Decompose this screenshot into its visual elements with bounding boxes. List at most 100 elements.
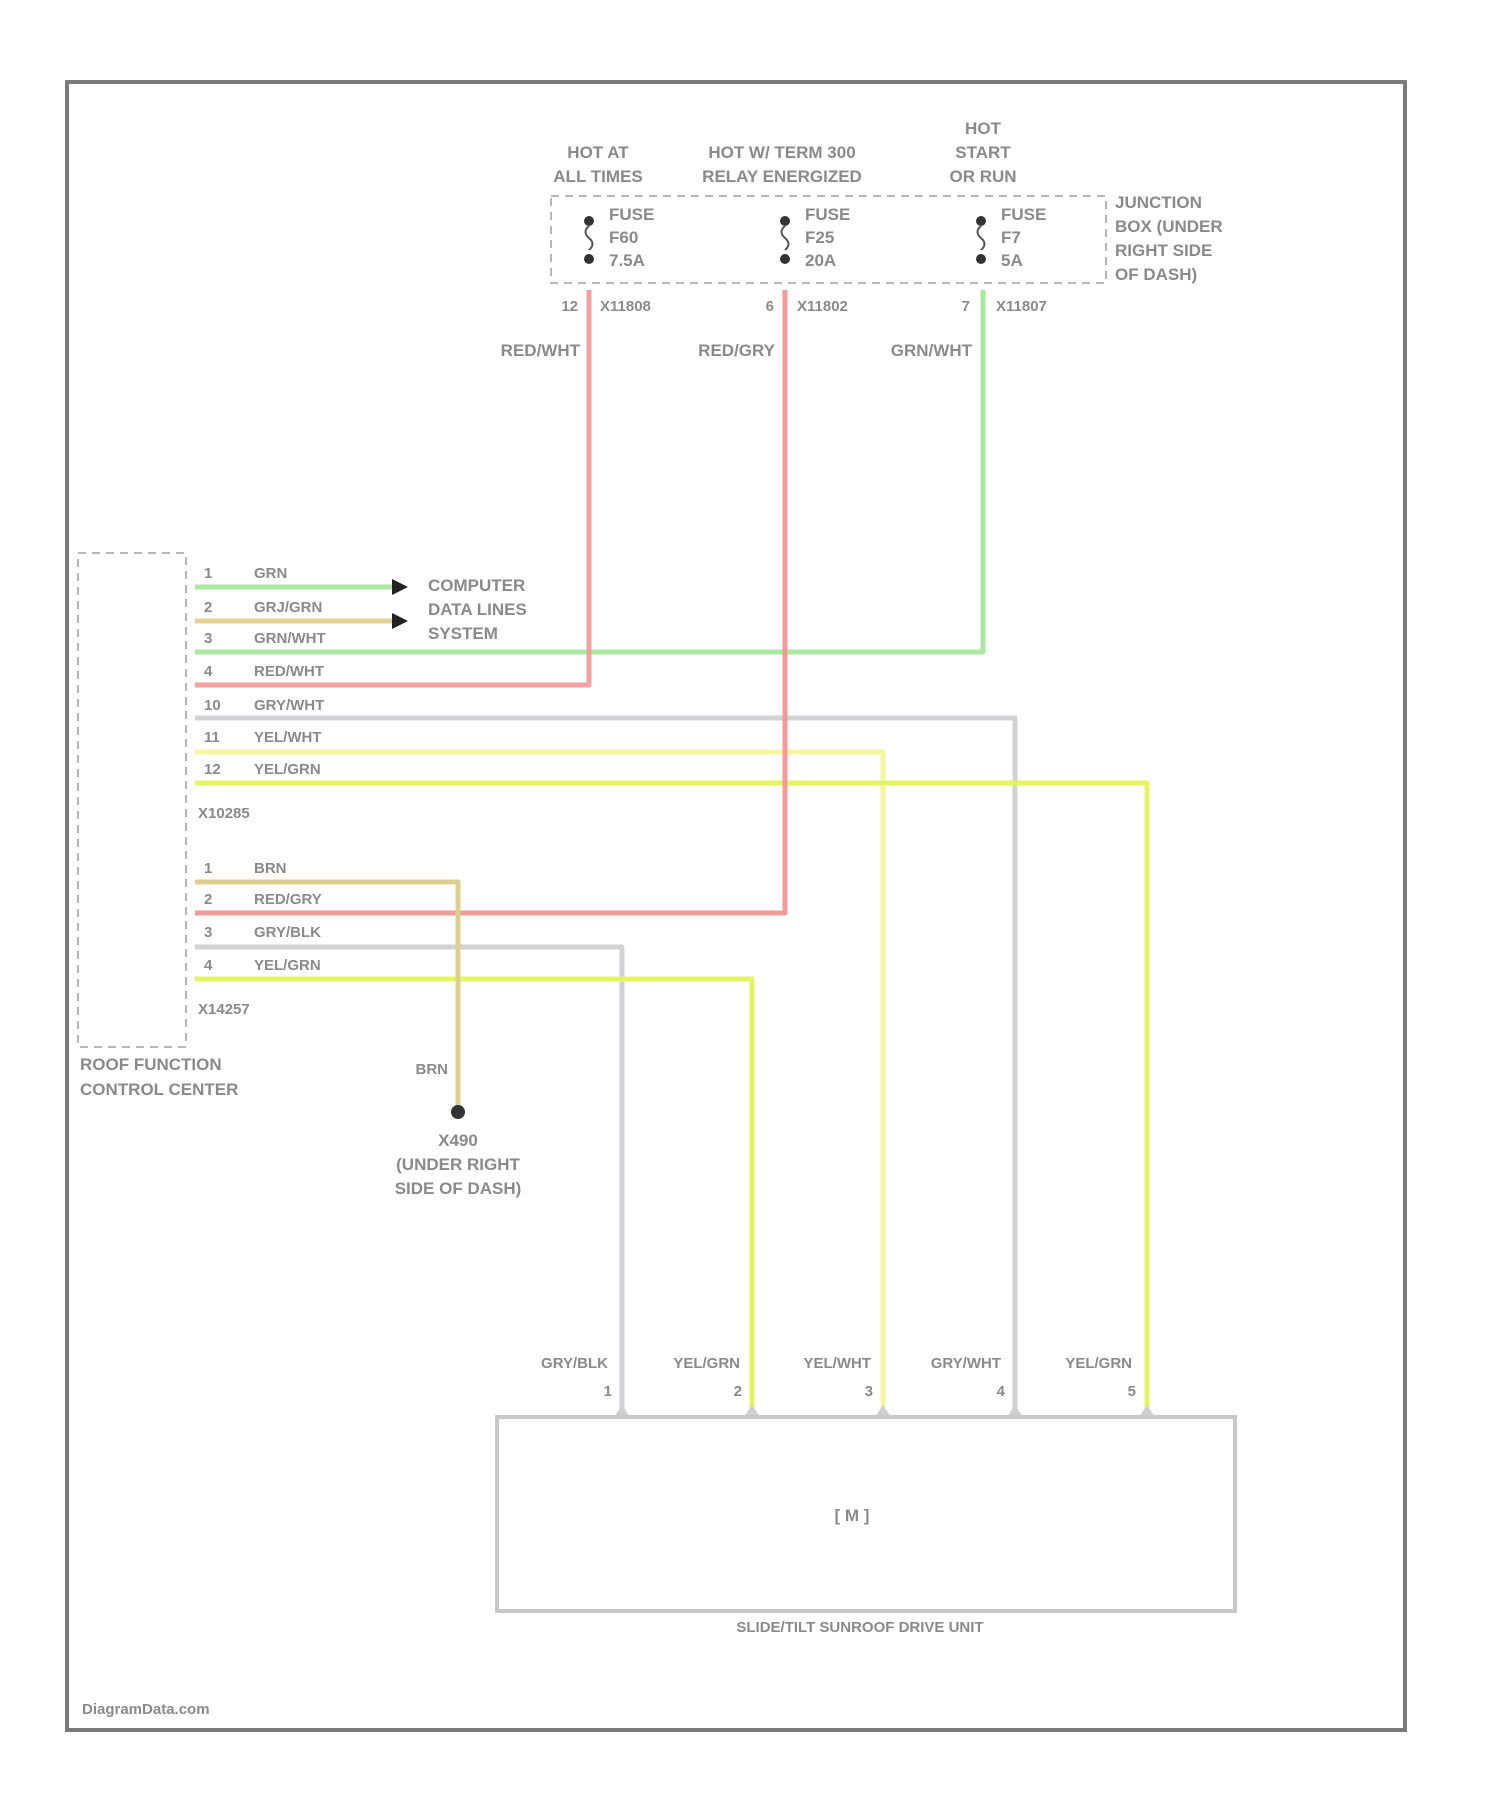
wire-color-label: GRY/WHT <box>254 697 324 714</box>
data-lines-label: COMPUTER <box>428 576 525 595</box>
ground-label: SIDE OF DASH) <box>395 1179 522 1198</box>
fuse-name: FUSE <box>1001 205 1046 224</box>
fuse-icon <box>584 225 594 251</box>
arrow-icon <box>392 613 408 629</box>
ground-label: (UNDER RIGHT <box>396 1155 520 1174</box>
pin-number: 3 <box>865 1383 873 1400</box>
connector-a-labels: 1 GRN 2 GRJ/GRN 3 GRN/WHT 4 RED/WHT 10 G… <box>198 565 326 822</box>
pin-number: 3 <box>204 630 212 647</box>
wire-color-label: GRN/WHT <box>891 341 973 360</box>
fuse-terminal-icon <box>584 216 594 226</box>
pin-number: 2 <box>204 891 212 908</box>
arrow-icon <box>392 579 408 595</box>
fuse-name: FUSE <box>609 205 654 224</box>
wire-color-label: GRN <box>254 565 287 582</box>
wire-yel-wht-pin3 <box>195 749 886 1410</box>
junction-box-label-line: JUNCTION <box>1115 193 1202 212</box>
wire-yel-grn-pin2 <box>195 976 755 1410</box>
wire-color-label: YEL/GRN <box>673 1355 740 1372</box>
wire-grn-wht-fuse-f7 <box>195 290 986 655</box>
fuse-header: ALL TIMES <box>553 167 642 186</box>
fuse-id: F7 <box>1001 228 1021 247</box>
data-lines-arrows: COMPUTER DATA LINES SYSTEM <box>392 576 527 643</box>
pin-number: 1 <box>204 565 212 582</box>
wires <box>195 290 1150 1410</box>
fuse-icon <box>976 225 986 251</box>
fuse-rating: 20A <box>805 251 836 270</box>
fuse-header: START <box>955 143 1011 162</box>
wire-color-label: YEL/WHT <box>804 1355 872 1372</box>
wire-gry-wht-pin4 <box>195 715 1018 1410</box>
wire-color-label: GRY/BLK <box>541 1355 608 1372</box>
fuse-header: HOT <box>965 119 1002 138</box>
roof-function-control-center: 1 GRN 2 GRJ/GRN 3 GRN/WHT 4 RED/WHT 10 G… <box>77 552 326 1099</box>
wire-color-label: RED/WHT <box>254 663 324 680</box>
connector-id: X14257 <box>198 1001 250 1018</box>
control-center-outline <box>77 552 187 1048</box>
fuse-id: F60 <box>609 228 638 247</box>
connector-id: X11808 <box>600 298 651 315</box>
diagram-frame <box>65 80 1407 1732</box>
fuse-terminal-icon <box>976 216 986 226</box>
wire-color-label: GRJ/GRN <box>254 599 322 616</box>
watermark: DiagramData.com <box>82 1701 210 1718</box>
pin-number: 5 <box>1128 1383 1136 1400</box>
data-lines-label: DATA LINES <box>428 600 527 619</box>
junction-box: JUNCTION BOX (UNDER RIGHT SIDE OF DASH) … <box>501 119 1223 360</box>
wire-color-label: GRN/WHT <box>254 630 326 647</box>
wire-color-label: RED/GRY <box>698 341 775 360</box>
fuse-terminal-icon <box>976 254 986 264</box>
fuse-f7: HOT START OR RUN FUSE F7 5A 7 X11807 GRN… <box>891 119 1047 360</box>
pin-number: 1 <box>604 1383 612 1400</box>
motor-icon: [ M ] <box>835 1506 870 1525</box>
fuse-id: F25 <box>805 228 834 247</box>
wire-color-label: BRN <box>416 1061 449 1078</box>
pin-number: 6 <box>766 298 774 315</box>
fuse-terminal-icon <box>780 254 790 264</box>
fuse-terminal-icon <box>584 254 594 264</box>
ground-id: X490 <box>438 1131 478 1150</box>
fuse-name: FUSE <box>805 205 850 224</box>
pin-number: 3 <box>204 924 212 941</box>
junction-box-label-line: OF DASH) <box>1115 265 1197 284</box>
control-center-label: CONTROL CENTER <box>80 1080 238 1099</box>
data-lines-label: SYSTEM <box>428 624 498 643</box>
pin-number: 4 <box>997 1383 1006 1400</box>
junction-box-label-line: BOX (UNDER <box>1115 217 1223 236</box>
pin-number: 4 <box>204 957 213 974</box>
wire-yel-grn-pin5 <box>195 780 1150 1410</box>
fuse-header: HOT AT <box>567 143 629 162</box>
pin-number: 4 <box>204 663 213 680</box>
ground-icon <box>451 1105 465 1119</box>
wire-color-label: YEL/GRN <box>1065 1355 1132 1372</box>
pin-number: 11 <box>204 729 220 746</box>
connector-id: X11802 <box>797 298 848 315</box>
fuse-icon <box>780 225 790 251</box>
connector-id: X11807 <box>996 298 1047 315</box>
drive-unit-label: SLIDE/TILT SUNROOF DRIVE UNIT <box>736 1619 983 1636</box>
fuse-f60: HOT AT ALL TIMES FUSE F60 7.5A 12 X11808… <box>501 143 655 360</box>
pin-terminals <box>614 1405 1155 1417</box>
pin-number: 2 <box>734 1383 742 1400</box>
drive-unit-box <box>495 1415 1237 1613</box>
wire-color-label: RED/WHT <box>501 341 581 360</box>
wire-color-label: RED/GRY <box>254 891 322 908</box>
connector-id: X10285 <box>198 805 250 822</box>
fuse-header: RELAY ENERGIZED <box>702 167 862 186</box>
wire-red-wht-fuse-f60 <box>195 290 592 688</box>
wire-brn-ground <box>195 879 461 1108</box>
fuse-terminal-icon <box>780 216 790 226</box>
wire-color-label: BRN <box>254 860 287 877</box>
wire-color-label: YEL/WHT <box>254 729 322 746</box>
fuse-header: HOT W/ TERM 300 <box>708 143 855 162</box>
sunroof-drive-unit: GRY/BLK 1 YEL/GRN 2 YEL/WHT 3 GRY/WHT 4 … <box>495 1355 1237 1636</box>
pin-number: 7 <box>962 298 970 315</box>
fuse-f25: HOT W/ TERM 300 RELAY ENERGIZED FUSE F25… <box>698 143 862 360</box>
pin-number: 10 <box>204 697 221 714</box>
ground-x490: BRN X490 (UNDER RIGHT SIDE OF DASH) <box>395 1061 522 1198</box>
wire-color-label: YEL/GRN <box>254 957 321 974</box>
pin-number: 2 <box>204 599 212 616</box>
junction-box-label-line: RIGHT SIDE <box>1115 241 1212 260</box>
pin-number: 1 <box>204 860 212 877</box>
